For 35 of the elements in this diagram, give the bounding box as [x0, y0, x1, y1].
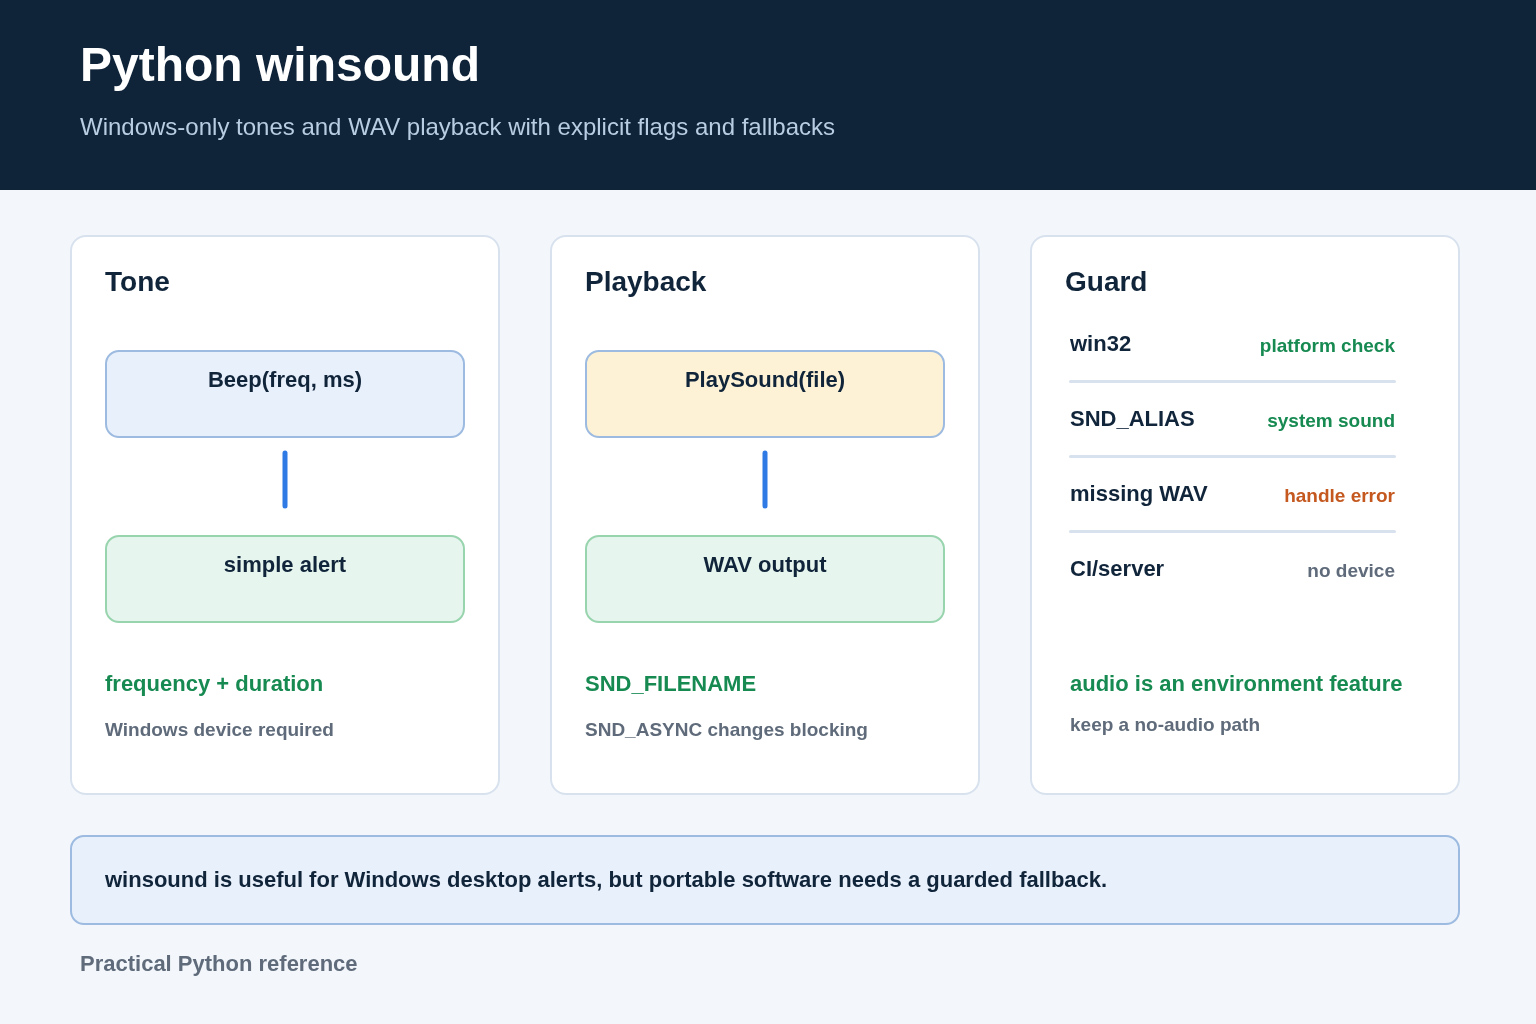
panel-card — [1030, 235, 1460, 795]
connector-line — [282, 450, 288, 509]
box-label: simple alert — [222, 552, 348, 578]
note-text: SND_FILENAME — [585, 671, 757, 697]
row-label: win32 — [1070, 331, 1132, 357]
subtitle-text: Windows-only tones and WAV playback with explicit flags and fallbacks — [80, 112, 835, 141]
note-text: audio is an environment feature — [1070, 671, 1403, 697]
row-label: missing WAV — [1070, 481, 1208, 507]
panel-card — [70, 235, 500, 795]
note-text: Windows device required — [105, 718, 334, 741]
box-label: WAV output — [702, 552, 828, 578]
note-text: SND_ASYNC changes blocking — [585, 718, 868, 741]
panel-card — [550, 235, 980, 795]
row-label: SND_ALIAS — [1070, 406, 1195, 432]
card-heading: Guard — [1065, 265, 1148, 299]
footer-note: Practical Python reference — [80, 951, 358, 977]
status-text: system sound — [1267, 409, 1395, 432]
status-text: platform check — [1259, 334, 1395, 357]
summary-banner — [70, 835, 1460, 925]
connector-line — [762, 450, 768, 509]
status-text: no device — [1307, 559, 1395, 582]
process-box — [105, 350, 465, 438]
note-text: keep a no-audio path — [1070, 713, 1261, 736]
process-box — [105, 535, 465, 623]
process-box — [585, 535, 945, 623]
banner-text: winsound is useful for Windows desktop alerts, but portable software needs a guarded fallback. — [105, 867, 1108, 893]
card-heading: Tone — [105, 265, 170, 299]
status-text: handle error — [1284, 484, 1395, 507]
card-heading: Playback — [585, 265, 707, 299]
box-label: PlaySound(file) — [683, 367, 847, 393]
box-label: Beep(freq, ms) — [206, 367, 363, 393]
process-box — [585, 350, 945, 438]
diagram-title: Python winsound — [80, 37, 480, 93]
row-label: CI/server — [1070, 556, 1165, 582]
note-text: frequency + duration — [105, 671, 324, 697]
